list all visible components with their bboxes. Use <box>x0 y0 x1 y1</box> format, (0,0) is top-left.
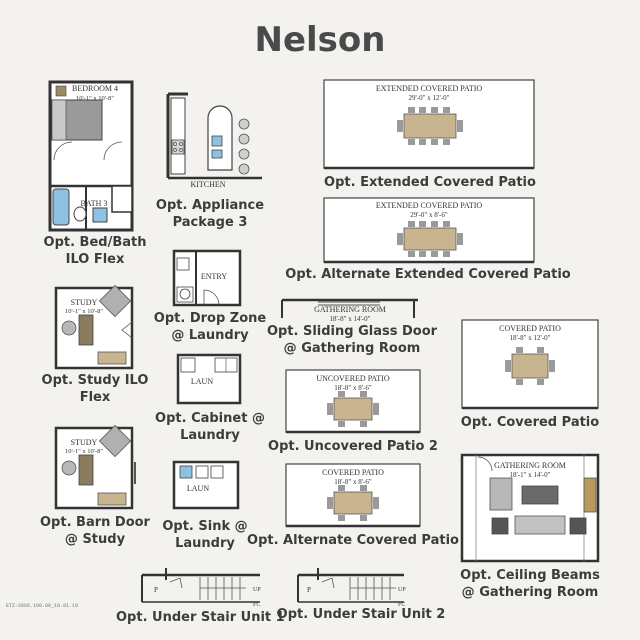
room-dimension: 18'-1" x 14'-0" <box>510 471 551 479</box>
room-dimension: 18'-8" x 8'-6" <box>334 384 372 392</box>
dining-table-icon <box>511 353 549 379</box>
french-door <box>121 321 133 339</box>
room-dimension: 10'-1" x 10'-8" <box>76 95 114 102</box>
laundry-sink-icon <box>179 465 193 479</box>
room-label: BEDROOM 4 <box>72 84 118 93</box>
patio-outline <box>285 463 421 527</box>
dining-table-icon <box>333 491 373 515</box>
caption-study-ilo: Opt. Study ILO Flex <box>41 373 149 405</box>
plan-ext-patio: EXTENDED COVERED PATIO 29'-0" x 12'-0" <box>323 79 535 170</box>
room-label: STUDY <box>71 298 98 307</box>
room-dimension: 18'-8" x 8'-6" <box>334 478 372 486</box>
caption-alt-covered-patio: Opt. Alternate Covered Patio <box>247 533 459 548</box>
room-label: ENTRY <box>201 272 227 281</box>
plan-drop-zone: ENTRY <box>172 249 242 307</box>
plan-uncovered-patio: UNCOVERED PATIO 18'-8" x 8'-6" <box>285 369 421 434</box>
room-dimension: 29'-0" x 8'-6" <box>410 211 448 219</box>
stair-up-label: UP <box>398 587 406 593</box>
pantry-label: P <box>154 586 158 594</box>
stair-treads <box>349 577 396 600</box>
stair-up-label: UP <box>253 587 261 593</box>
door-swing <box>203 289 220 306</box>
fireplace-icon <box>583 477 597 513</box>
dining-table-icon <box>333 397 373 421</box>
caption-alt-ext-patio: Opt. Alternate Extended Covered Patio <box>285 267 571 282</box>
pantry-label: P <box>307 586 311 594</box>
plan-stair-2: P UP FC <box>297 568 406 608</box>
room-dimension: 29'-0" x 12'-0" <box>409 94 450 102</box>
plan-sliding-door: GATHERING ROOM 18'-8" x 14'-0" <box>281 298 418 323</box>
counter <box>170 97 186 175</box>
sink-icon <box>92 207 108 223</box>
room-dimension: 10'-1" x 10'-8" <box>65 308 103 315</box>
caption-ext-patio: Opt. Extended Covered Patio <box>324 175 536 190</box>
plan-study-ilo: STUDY 10'-1" x 10'-8" <box>54 284 134 370</box>
bar-stool-icon <box>238 118 250 130</box>
caption-drop-zone: Opt. Drop Zone @ Laundry <box>153 311 267 343</box>
caption-stair-2: Opt. Under Stair Unit 2 <box>276 607 446 622</box>
plan-covered-patio: COVERED PATIO 18'-8" x 12'-0" <box>461 319 599 410</box>
room-dimension: 10'-1" x 10'-8" <box>65 448 103 455</box>
plan-ceiling-beams: GATHERING ROOM 18'-1" x 14'-0" <box>460 453 600 563</box>
room-label: LAUN <box>187 484 209 493</box>
desk-icon <box>78 314 94 346</box>
stair-treads <box>199 577 246 600</box>
room-label: STUDY <box>71 438 98 447</box>
caption-appliance: Opt. Appliance Package 3 <box>155 198 265 230</box>
plan-cabinet: LAUN <box>176 353 242 405</box>
room-label: COVERED PATIO <box>322 468 384 477</box>
cooktop-icon <box>171 139 185 155</box>
sofa-icon <box>514 515 566 535</box>
caption-barn-door: Opt. Barn Door @ Study <box>40 515 150 547</box>
dining-table-icon <box>403 113 457 139</box>
island-sink-icon <box>211 135 223 147</box>
caption-bed-bath: Opt. Bed/Bath ILO Flex <box>43 235 147 267</box>
chair-icon <box>98 284 132 318</box>
room-label: KITCHEN <box>190 180 225 189</box>
plan-alt-covered-patio: COVERED PATIO 18'-8" x 8'-6" <box>285 463 421 528</box>
plan-sink: LAUN <box>172 460 240 510</box>
plan-stair-1: P UP FC <box>141 568 261 608</box>
plan-title: Nelson <box>254 20 386 60</box>
fc-label: FC <box>253 602 260 608</box>
room-dimension: 18'-8" x 12'-0" <box>510 334 551 342</box>
room-dimension: 18'-8" x 14'-0" <box>330 315 371 323</box>
dining-table-icon <box>403 227 457 251</box>
caption-sliding-door: Opt. Sliding Glass Door @ Gathering Room <box>266 324 438 356</box>
desk-icon <box>78 454 94 486</box>
bathtub-icon <box>52 188 70 226</box>
room-label: EXTENDED COVERED PATIO <box>376 84 483 93</box>
caption-covered-patio: Opt. Covered Patio <box>460 415 600 430</box>
plan-barn-door: STUDY 10'-1" x 10'-8" <box>54 424 136 510</box>
coffee-table-icon <box>521 485 559 505</box>
caption-sink: Opt. Sink @ Laundry <box>162 519 248 551</box>
caption-cabinet: Opt. Cabinet @ Laundry <box>155 411 265 443</box>
room-label: UNCOVERED PATIO <box>316 374 389 383</box>
room-label: BATH 3 <box>81 199 108 208</box>
room-label: COVERED PATIO <box>499 324 561 333</box>
caption-uncovered-patio: Opt. Uncovered Patio 2 <box>268 439 438 454</box>
caption-ceiling-beams: Opt. Ceiling Beams @ Gathering Room <box>460 568 600 600</box>
room-label: LAUN <box>191 377 213 386</box>
room-label: GATHERING ROOM <box>494 461 566 470</box>
caption-stair-1: Opt. Under Stair Unit 1 <box>116 610 285 625</box>
gathering-room-walls <box>460 453 600 563</box>
fc-label: FC <box>398 602 405 608</box>
plan-bed-bath: BEDROOM 4 10'-1" x 10'-8" BATH 3 <box>48 80 134 232</box>
armchair-icon <box>489 477 513 511</box>
nightstand-icon <box>55 85 67 97</box>
plan-alt-ext-patio: EXTENDED COVERED PATIO 29'-0" x 8'-6" <box>323 197 535 264</box>
plan-appliance: KITCHEN <box>166 92 262 189</box>
room-label: GATHERING ROOM <box>314 305 386 314</box>
toilet-icon <box>73 206 87 222</box>
chair-icon <box>98 424 132 458</box>
room-label: EXTENDED COVERED PATIO <box>376 201 483 210</box>
drawing-code: ETZ-2066.100.00_10.01.19 <box>6 603 79 609</box>
